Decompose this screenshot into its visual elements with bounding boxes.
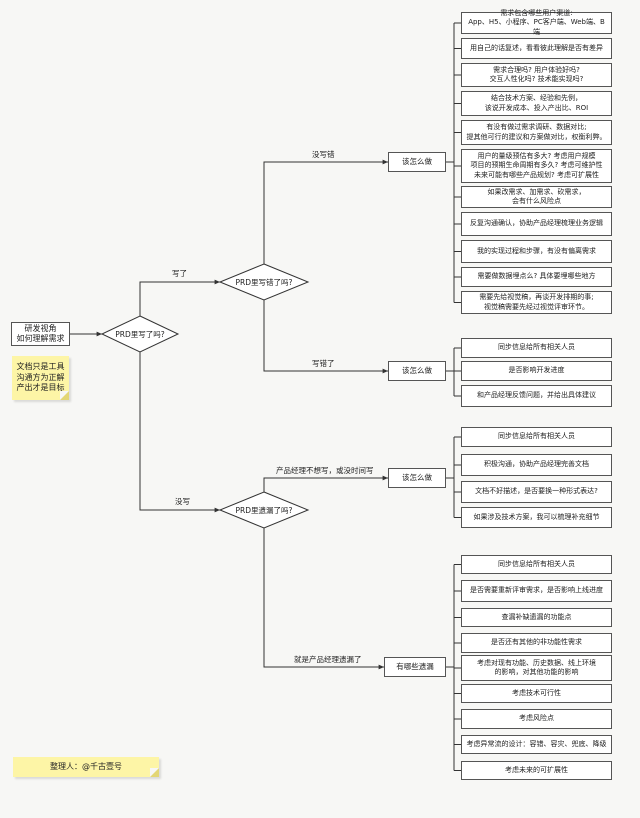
decision-prd-written-label: PRD里写了吗? [115, 330, 165, 339]
group1-item: 有没有做过需求调研、数据对比; 提其他可行的建议和方案做对比，权衡利弊。 [461, 120, 612, 145]
decision-prd-written [100, 315, 180, 353]
group4-item: 考虑未来的可扩展性 [461, 761, 612, 780]
note-bottom: 整理人：@千古壹号 [13, 757, 159, 777]
start-box: 研发视角 如何理解需求 [11, 322, 70, 346]
bracket-lines [446, 22, 461, 771]
target-missing: 有哪些遗漏 [384, 657, 446, 677]
note-fold [60, 391, 69, 400]
edge-label-pm-missed: 就是产品经理遗漏了 [294, 654, 362, 664]
note-fold [150, 768, 159, 777]
target-how-2: 该怎么做 [388, 361, 446, 381]
group4-item: 考虑技术可行性 [461, 684, 612, 703]
connector-wrong [263, 300, 388, 374]
group1-item: 反复沟通确认，协助产品经理梳理业务逻辑 [461, 212, 612, 236]
connector-not-written [139, 352, 220, 513]
group1-item: 需要先给视觉稿，再谈开发排期的事; 视觉稿需要先经过视觉评审环节。 [461, 291, 612, 314]
group1-item: 需求包含哪些用户渠道: App、H5、小程序、PC客户端、Web端、B端 [461, 9, 612, 36]
decision-prd-correct-label: PRD里写错了吗? [236, 277, 293, 287]
group1-item: 需求合理吗? 用户体验好吗? 交互人性化吗? 技术能实现吗? [461, 63, 612, 87]
connector-pm-missed [263, 528, 384, 670]
group4-item: 考虑风险点 [461, 709, 612, 729]
group2-item: 和产品经理反馈问题，并给出具体建议 [461, 385, 612, 407]
decision-prd-missing [218, 491, 310, 529]
group4-item: 考虑异常流的设计：容错、容灾、兜底、降级 [461, 735, 612, 754]
group1-item: 用户的量级预估有多大? 考虑用户规模 项目的预期生命周期有多久? 考虑可维护性 … [461, 149, 612, 183]
group4-item: 查漏补缺遗漏的功能点 [461, 608, 612, 627]
group1-item: 用自己的话复述，看看彼此理解是否有差异 [461, 38, 612, 59]
group3-item: 文档不好描述，是否要换一种形式表达? [461, 481, 612, 503]
group4-item: 是否需要重新评审需求，是否影响上线进度 [461, 580, 612, 602]
group3-item: 同步信息给所有相关人员 [461, 427, 612, 447]
group4-item: 同步信息给所有相关人员 [461, 555, 612, 574]
group4-item: 是否还有其他的非功能性需求 [461, 633, 612, 653]
target-how-3: 该怎么做 [388, 468, 446, 488]
connector-written [139, 279, 220, 316]
decision-prd-correct [218, 263, 310, 301]
edge-label-not-written: 没写 [175, 496, 190, 506]
connector-not-wrong [263, 159, 388, 264]
group1-item: 我的实现过程和步骤，有没有偏离需求 [461, 240, 612, 263]
edge-label-not-wrong: 没写错 [312, 149, 335, 159]
note-left-text: 文档只是工具 沟通方为正解 产出才是目标 [16, 361, 65, 393]
edge-label-pm-unwilling: 产品经理不想写，或没时间写 [276, 465, 374, 475]
connector-pm-unwilling [263, 475, 388, 492]
group4-item: 考虑对现有功能、历史数据、线上环境 的影响，对其他功能的影响 [461, 655, 612, 681]
group3-item: 积极沟通，协助产品经理完善文档 [461, 454, 612, 476]
note-left: 文档只是工具 沟通方为正解 产出才是目标 [12, 356, 69, 400]
group1-item: 结合技术方案、经验和先例， 该说开发成本、投入产出比、ROI [461, 91, 612, 116]
group2-item: 同步信息给所有相关人员 [461, 338, 612, 358]
group1-item: 如果改需求、加需求、砍需求， 会有什么风险点 [461, 186, 612, 208]
edge-label-wrong: 写错了 [312, 358, 335, 368]
group3-item: 如果涉及技术方案，我可以梳理补充细节 [461, 507, 612, 528]
note-bottom-text: 整理人：@千古壹号 [50, 761, 122, 771]
edge-label-written: 写了 [172, 269, 187, 278]
target-how-1: 该怎么做 [388, 152, 446, 172]
group2-item: 是否影响开发进度 [461, 361, 612, 381]
group1-item: 需要做数据埋点么? 具体要埋哪些地方 [461, 267, 612, 287]
decision-prd-missing-label: PRD里遗漏了吗? [236, 505, 293, 515]
